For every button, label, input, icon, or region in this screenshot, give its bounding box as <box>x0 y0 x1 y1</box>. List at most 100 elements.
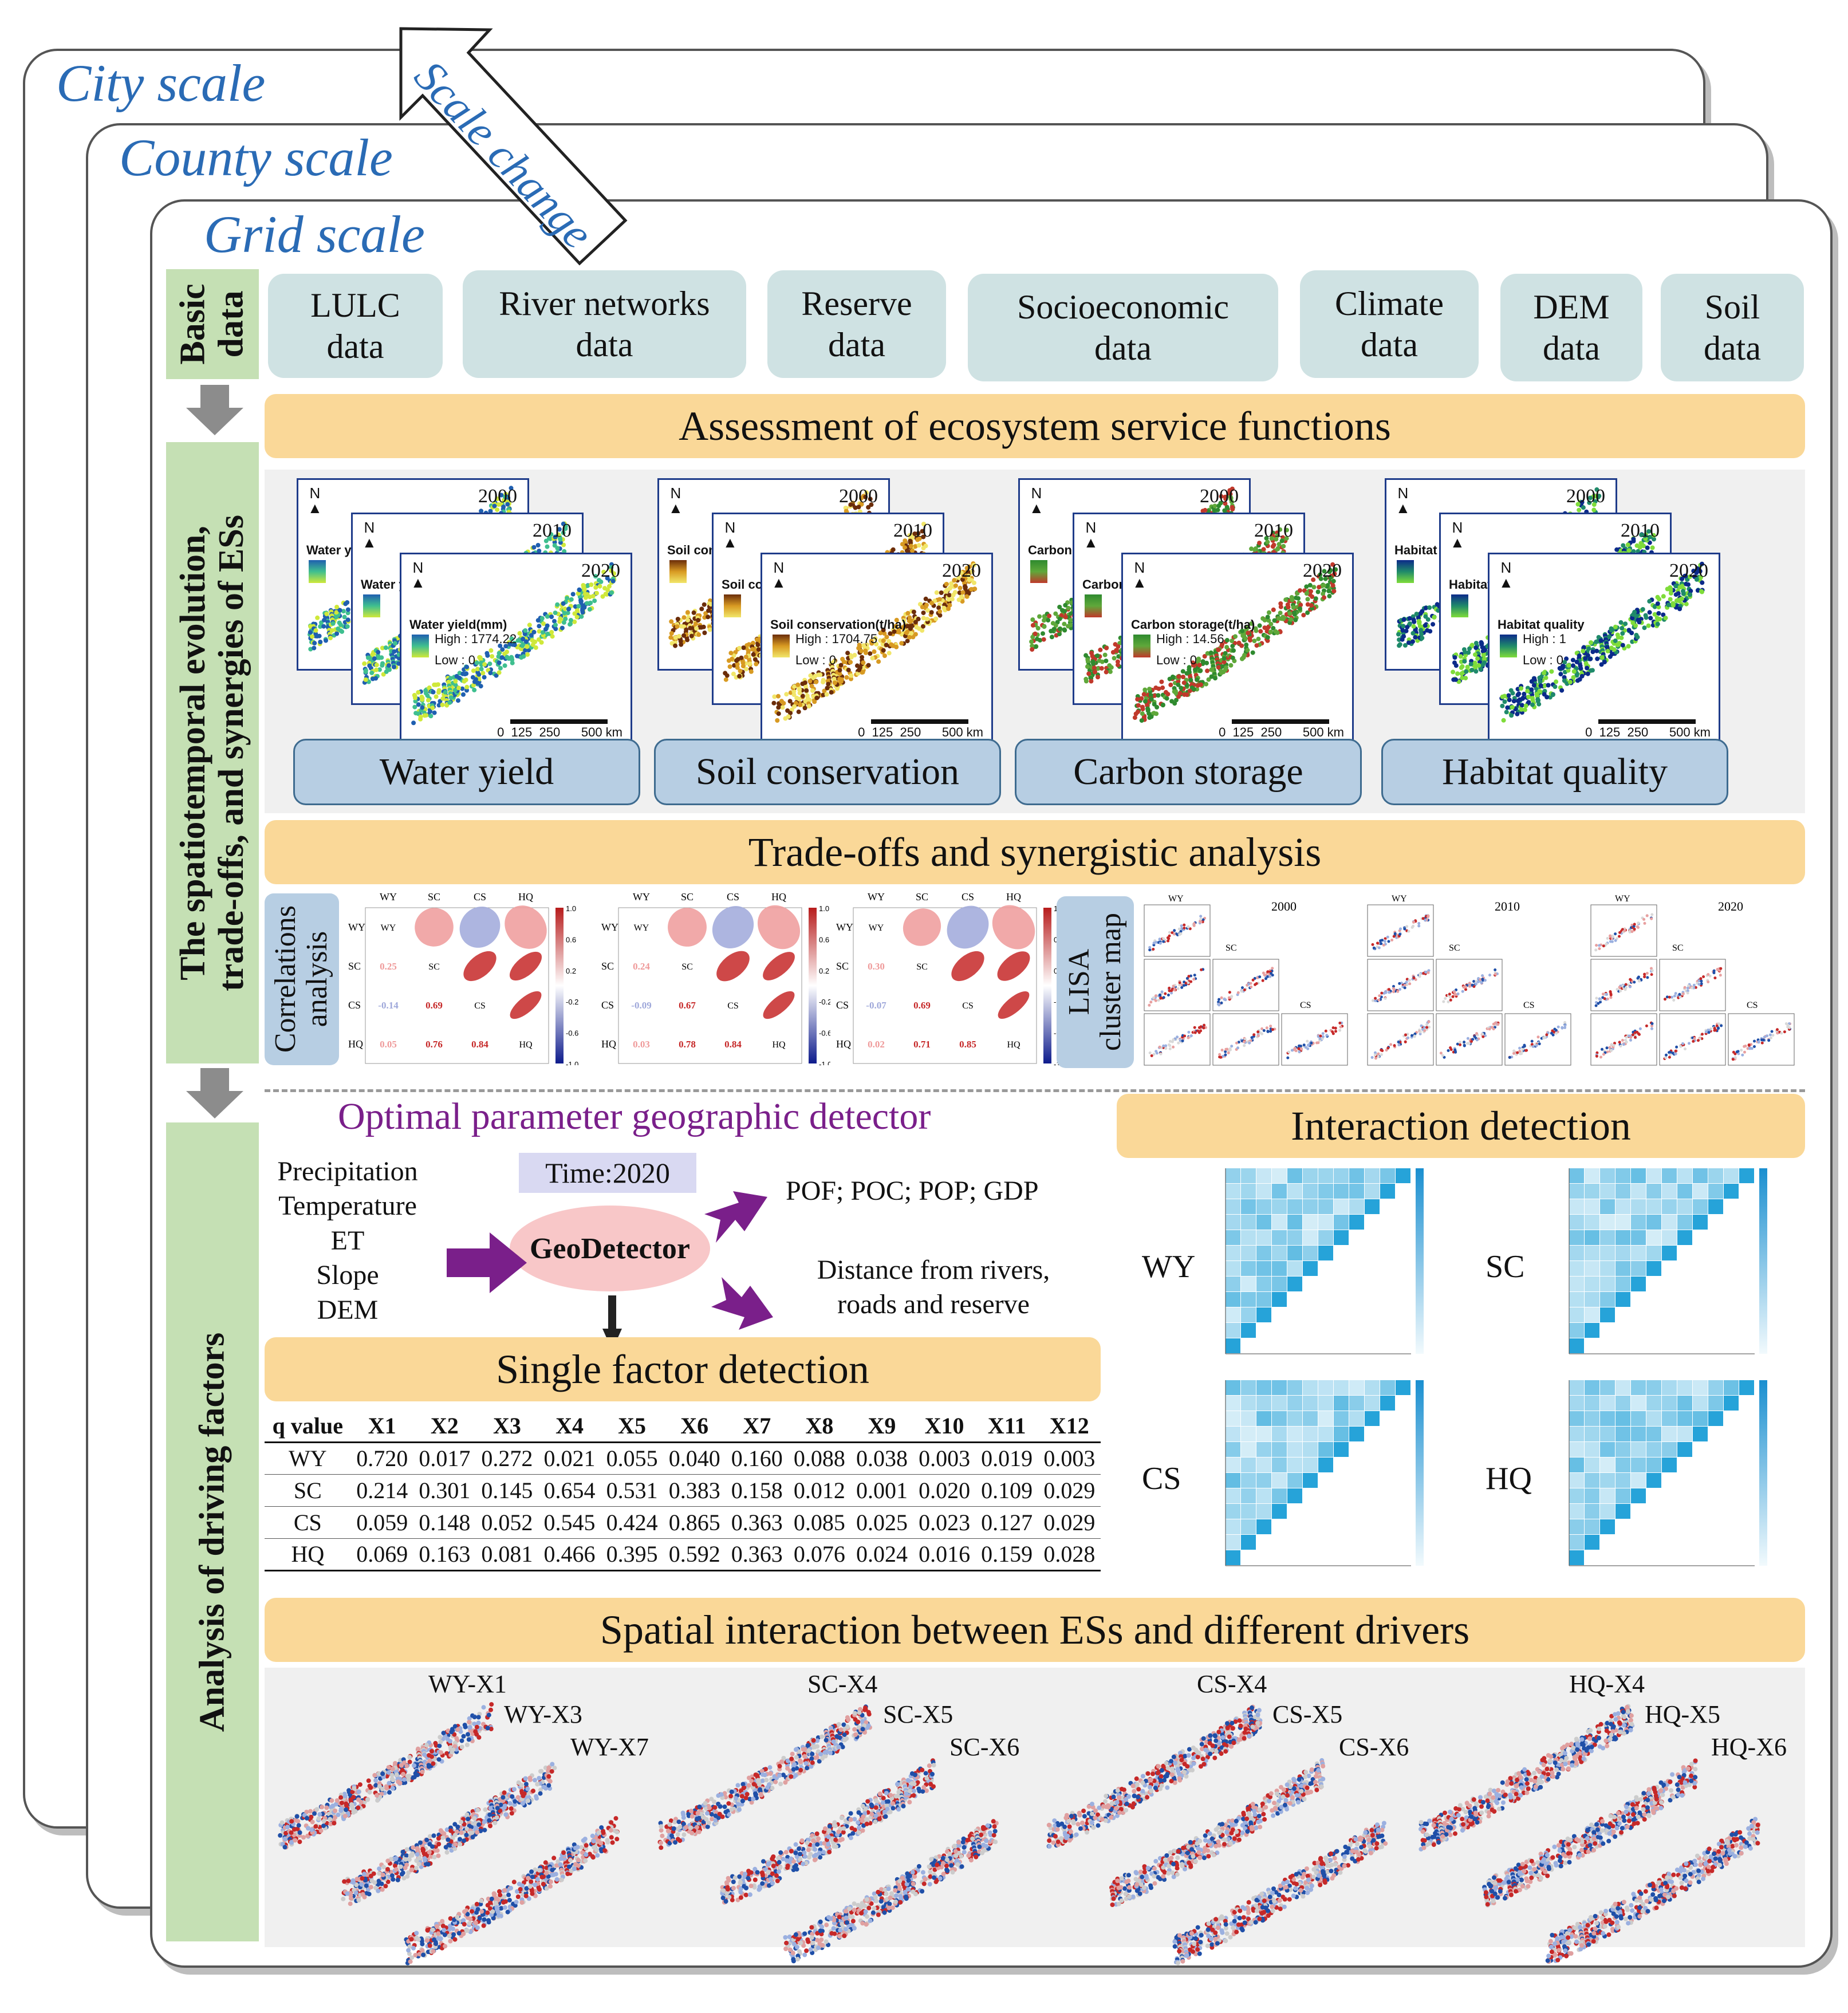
q-table-cell: 0.028 <box>1038 1538 1101 1571</box>
city-scale-title: City scale <box>56 54 266 112</box>
legend-title: Carbon storage(t/ha) <box>1131 617 1255 632</box>
q-table-cell: 0.088 <box>788 1442 851 1475</box>
q-table-cell: 0.301 <box>413 1474 476 1507</box>
spatial-map-wy-x7 <box>394 1810 635 1982</box>
interaction-heatmap-cs <box>1203 1374 1455 1575</box>
legend-high: High : 1 <box>1523 632 1566 646</box>
spatial-label: HQ-X4 <box>1569 1670 1645 1698</box>
spatial-label: SC-X6 <box>949 1733 1020 1761</box>
q-table-header-cell: X9 <box>868 1412 896 1439</box>
q-table-cell: 0.109 <box>975 1474 1038 1507</box>
legend-high: High : 1704.75 <box>795 632 878 646</box>
map-year-label: 2010 <box>1621 520 1660 541</box>
spatial-label: CS-X5 <box>1272 1700 1343 1728</box>
north-arrow-icon: N ▲ <box>1499 559 1514 591</box>
drivers-right-socio: POF; POC; POP; GDP <box>786 1176 1039 1206</box>
geodetector-arrows <box>447 1191 773 1350</box>
legend-gradient <box>773 635 790 657</box>
county-scale-title: County scale <box>119 128 393 187</box>
q-table-cell: 0.069 <box>350 1538 413 1571</box>
q-table-cell: 0.024 <box>850 1538 913 1571</box>
q-table-cell: 0.363 <box>726 1538 789 1571</box>
q-table-cell: 0.001 <box>850 1474 913 1507</box>
spatial-map-sc-x6 <box>773 1810 1014 1982</box>
q-table-cell: 0.012 <box>788 1474 851 1507</box>
legend-gradient <box>412 635 429 657</box>
q-table-cell: 0.025 <box>850 1506 913 1539</box>
north-arrow-icon: N ▲ <box>411 559 425 591</box>
scale-bar-line <box>1598 719 1696 724</box>
north-arrow-icon: N ▲ <box>1083 519 1098 551</box>
legend-high: High : 14.56 <box>1156 632 1224 646</box>
legend-gradient <box>724 594 741 617</box>
map-year-label: 2020 <box>1669 560 1708 581</box>
q-table-cell: 0.159 <box>975 1538 1038 1571</box>
map-year-label: 2000 <box>1200 486 1239 507</box>
spatial-label: SC-X4 <box>807 1670 878 1698</box>
heatmap-label-hq: HQ <box>1486 1461 1532 1496</box>
map-year-label: 2020 <box>581 560 620 581</box>
spatial-map-sc-x5 <box>710 1752 951 1924</box>
q-table-cell: 0.545 <box>538 1506 601 1539</box>
q-table-cell: 0.363 <box>726 1506 789 1539</box>
section-divider <box>265 1089 1805 1092</box>
scale-bar-line <box>510 719 608 724</box>
legend-low: Low : 0 <box>435 653 475 667</box>
q-table-header-cell: X2 <box>430 1412 459 1439</box>
q-table-header-cell: X11 <box>987 1412 1026 1439</box>
geodetector-title: Optimal parameter geographic detector <box>338 1096 931 1137</box>
north-arrow-icon: N ▲ <box>1396 484 1410 517</box>
q-table-cell: 0.160 <box>726 1442 789 1475</box>
q-table-cell: 0.865 <box>663 1506 726 1539</box>
legend-title: Soil conservation(t/ha) <box>770 617 907 632</box>
q-table-cell: 0.383 <box>663 1474 726 1507</box>
scale-bar: 0 125 250 500 km <box>858 725 983 739</box>
spatial-label: HQ-X6 <box>1711 1733 1787 1761</box>
legend-gradient <box>1085 594 1102 617</box>
q-table-cell: 0.076 <box>788 1538 851 1571</box>
map-year-label: 2020 <box>1303 560 1342 581</box>
q-table-header-cell: X3 <box>492 1412 521 1439</box>
heatmap-label-wy: WY <box>1142 1249 1196 1285</box>
q-table-cell: 0.003 <box>1038 1442 1101 1475</box>
q-table-cell: 0.720 <box>350 1442 413 1475</box>
time-label: Time:2020 <box>519 1153 696 1193</box>
map-year-label: 2010 <box>533 520 572 541</box>
down-arrow-1 <box>186 385 243 435</box>
spatial-map-cs-x4 <box>1037 1695 1277 1867</box>
interaction-heatmap-sc <box>1546 1163 1798 1363</box>
q-table-cell: 0.145 <box>475 1474 538 1507</box>
scale-bar: 0 125 250 500 km <box>1219 725 1344 739</box>
q-table-cell: 0.531 <box>601 1474 664 1507</box>
q-table-cell: 0.029 <box>1038 1506 1101 1539</box>
q-table-cell: 0.592 <box>663 1538 726 1571</box>
heatmap-label-sc: SC <box>1486 1249 1525 1285</box>
legend-gradient <box>1451 594 1468 617</box>
spatial-map-wy-x3 <box>331 1752 572 1924</box>
interaction-title: Interaction detection <box>1117 1094 1805 1158</box>
legend-title: Habitat quality <box>1498 617 1585 632</box>
legend-gradient <box>1133 635 1150 657</box>
q-table-cell: 0.038 <box>850 1442 913 1475</box>
q-table-cell: 0.029 <box>1038 1474 1101 1507</box>
q-table-header-cell: X1 <box>368 1412 396 1439</box>
down-arrow-2 <box>186 1068 243 1118</box>
q-table-cell: 0.016 <box>913 1538 976 1571</box>
legend-gradient <box>1500 635 1517 657</box>
spatial-map-sc-x4 <box>647 1695 888 1867</box>
q-table-row-label: WY <box>265 1442 351 1475</box>
